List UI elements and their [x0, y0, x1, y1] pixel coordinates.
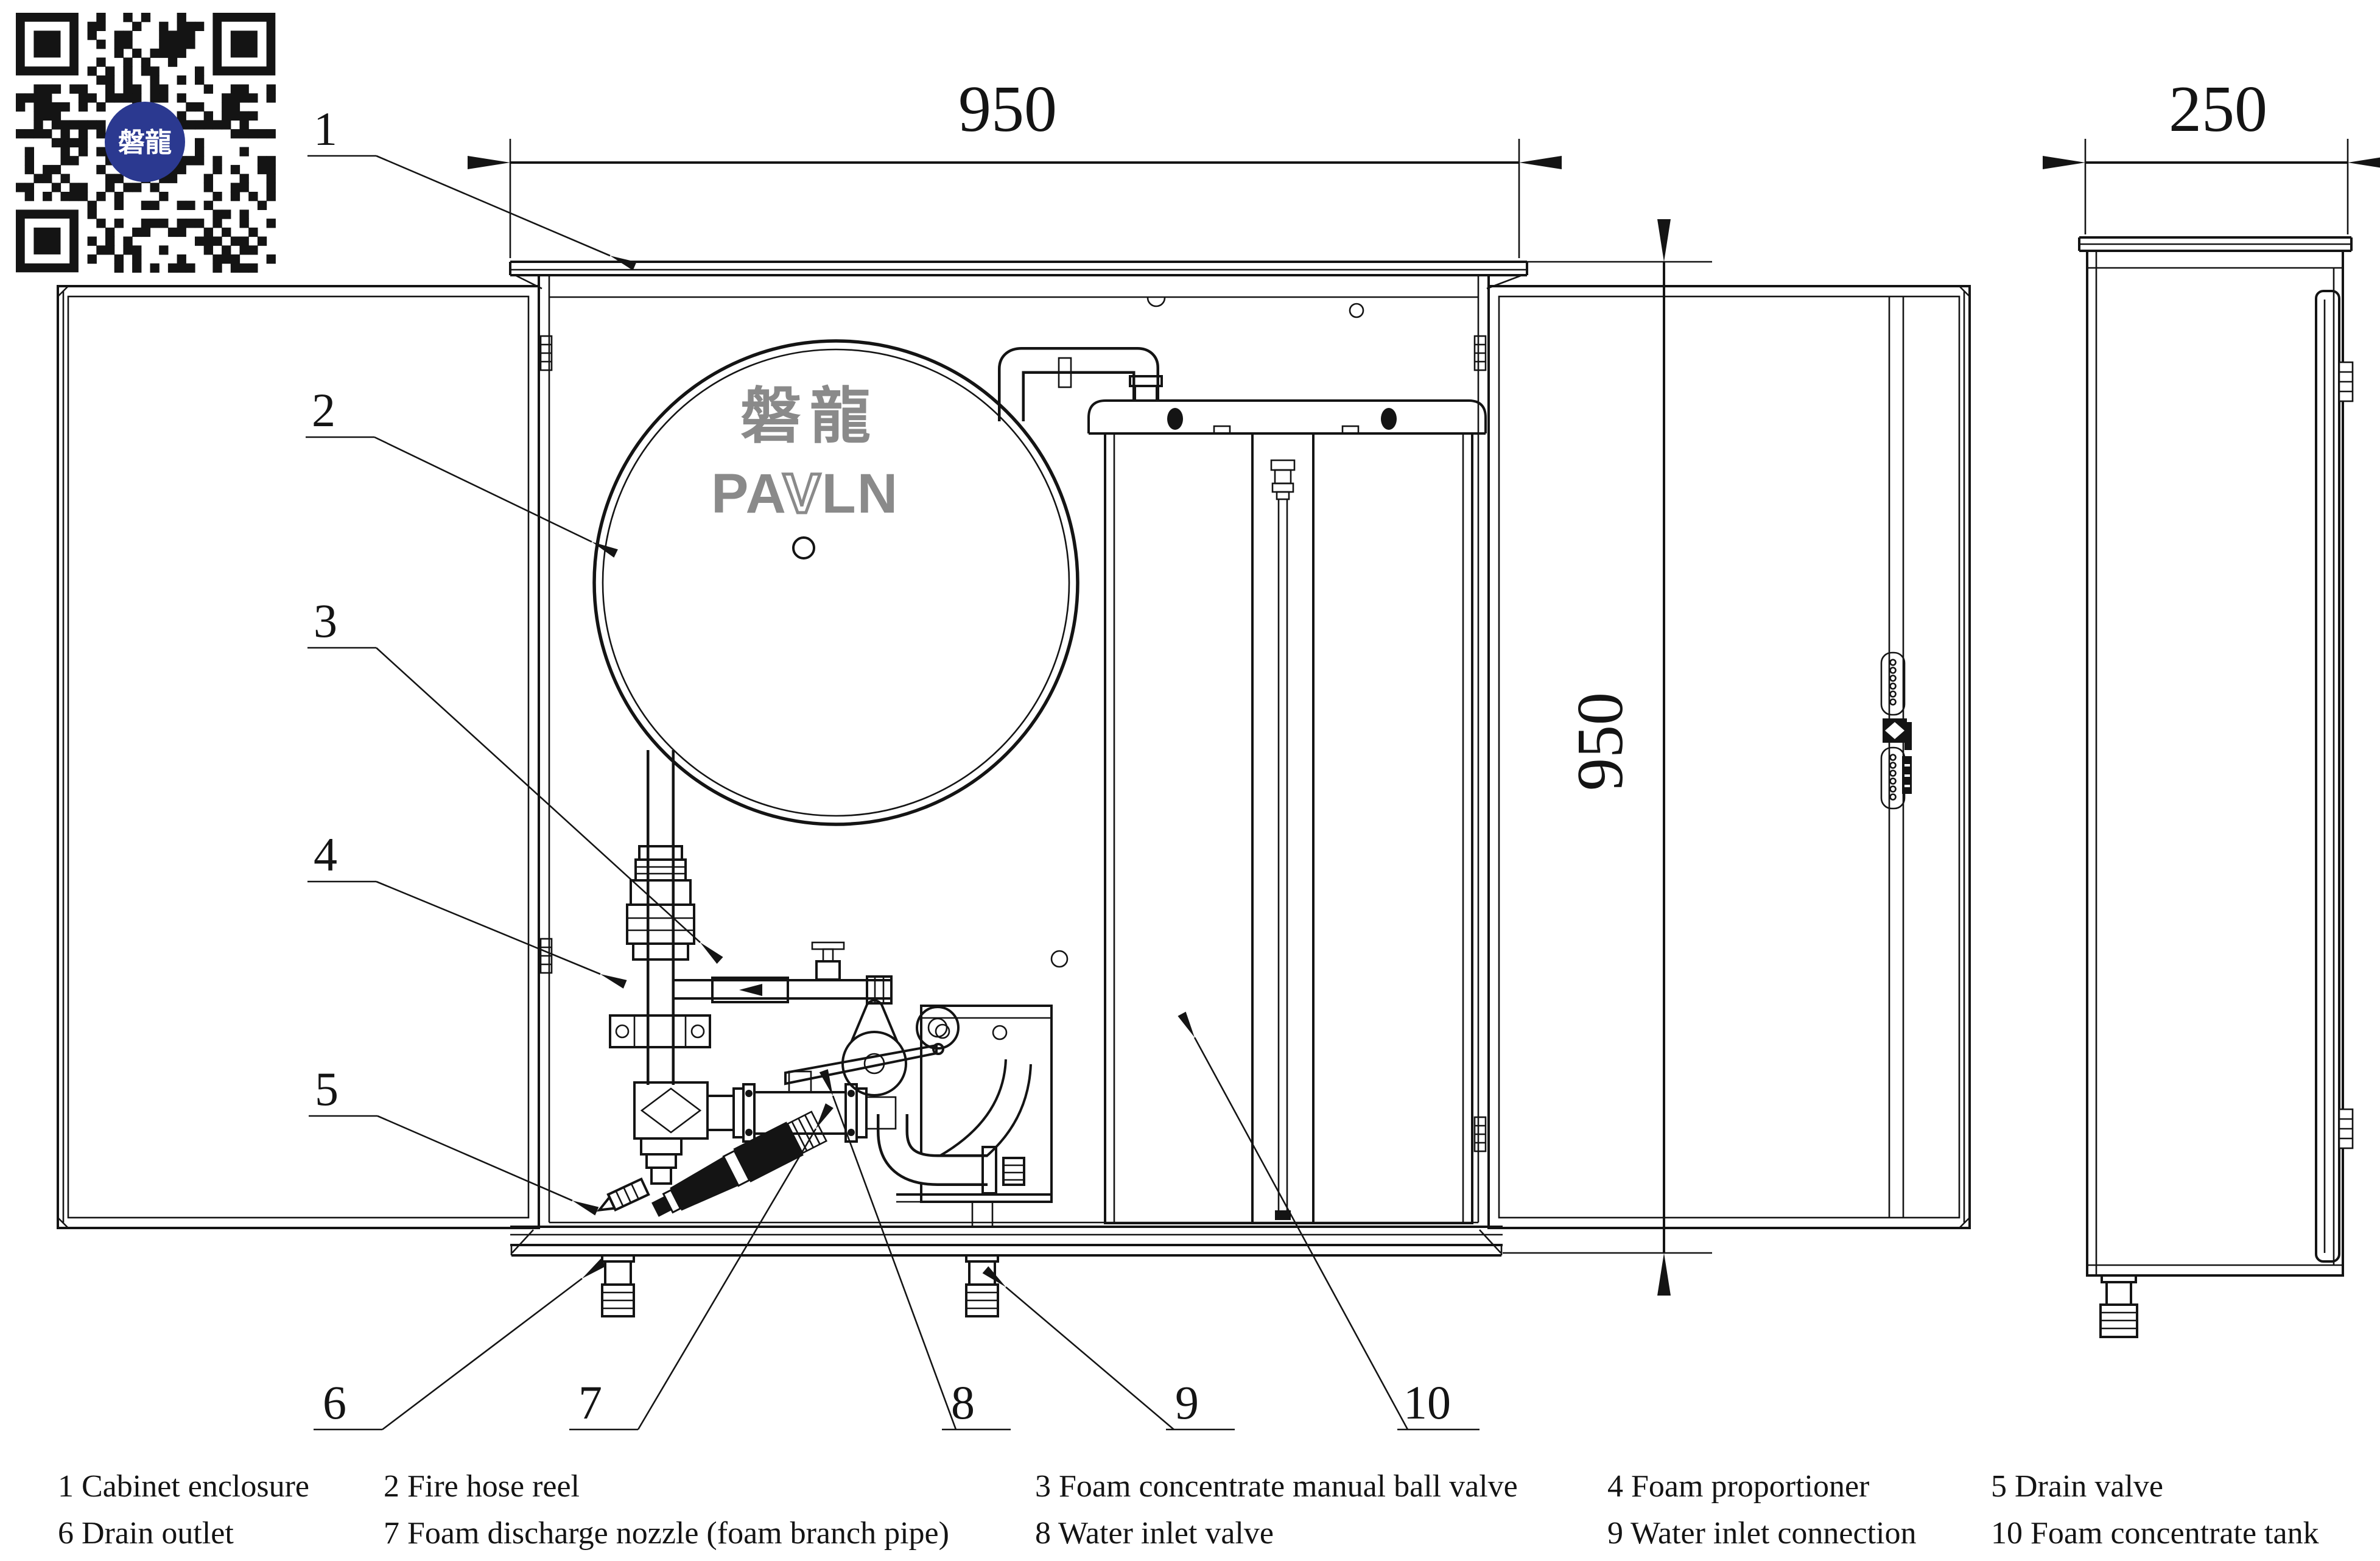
legend-item-6: 6 Drain outlet [58, 1516, 234, 1551]
legend-item-1: 1 Cabinet enclosure [58, 1469, 309, 1504]
door-hinges [539, 335, 1487, 1152]
tank-outlet-pipe [998, 347, 1163, 421]
fire-hose-reel: 磐龍 PAVLN [592, 339, 1079, 826]
callout-10: 10 [1178, 1011, 1480, 1431]
callout-5: 5 [309, 1062, 599, 1216]
callout-4: 4 [307, 828, 627, 989]
svg-text:9: 9 [1175, 1376, 1199, 1429]
svg-text:7: 7 [578, 1376, 602, 1429]
side-drain-outlet [2099, 1274, 2138, 1338]
left-door-open [57, 285, 540, 1229]
svg-text:2: 2 [312, 384, 335, 437]
callout-9: 9 [982, 1266, 1235, 1431]
cabinet-base [510, 1226, 1503, 1257]
svg-text:4: 4 [314, 828, 337, 881]
legend-item-9: 9 Water inlet connection [1607, 1516, 1916, 1551]
reel-hub-hole [792, 536, 815, 560]
side-hinges [2338, 361, 2354, 1149]
water-inlet-connection-fitting [965, 1254, 999, 1317]
drain-outlet-fitting [601, 1254, 635, 1317]
check-valve [711, 977, 789, 1003]
legend-item-4: 4 Foam proportioner [1607, 1469, 1869, 1504]
front-view-cabinet [509, 261, 1528, 1228]
svg-text:6: 6 [323, 1376, 346, 1429]
foam-manual-ball-valve [811, 941, 845, 981]
wall-hole-mid [1050, 950, 1069, 968]
dim-side-depth-label: 250 [2169, 73, 2267, 146]
water-inlet-valve [706, 1043, 944, 1143]
reel-support-bracket [841, 999, 1053, 1203]
legend-item-8: 8 Water inlet valve [1035, 1516, 1274, 1551]
foam-concentrate-tank [1087, 399, 1487, 1224]
wall-hole-top [1349, 303, 1364, 318]
side-door-panel [2315, 290, 2340, 1263]
callout-6: 6 [314, 1258, 606, 1431]
dim-front-height-label: 950 [1564, 692, 1637, 791]
drain-valve [596, 1177, 650, 1212]
dimension-side-depth: 250 [2043, 73, 2380, 234]
foam-proportioner-assembly [609, 845, 711, 1048]
svg-text:10: 10 [1403, 1376, 1451, 1429]
hanging-notch [1146, 297, 1166, 307]
inlet-elbow-pipe [877, 1114, 1025, 1227]
reel-logo-latin: PAVLN [711, 463, 899, 525]
reel-logo-cjk: 磐龍 [740, 381, 879, 452]
legend-item-10: 10 Foam concentrate tank [1991, 1516, 2319, 1551]
foam-concentrate-line [675, 941, 893, 1005]
right-door-open [1487, 285, 1971, 1229]
svg-text:8: 8 [951, 1376, 975, 1429]
callout-1: 1 [307, 102, 637, 271]
svg-text:5: 5 [315, 1062, 339, 1115]
qr-center-label: 磐龍 [118, 127, 172, 158]
dim-front-width-label: 950 [958, 73, 1057, 146]
svg-text:1: 1 [314, 102, 337, 155]
door-lock-handle [1880, 651, 1912, 810]
dimension-front-width: 950 [468, 73, 1562, 258]
legend-item-7: 7 Foam discharge nozzle (foam branch pip… [384, 1516, 949, 1551]
qr-center-badge [105, 102, 185, 182]
callout-2: 2 [306, 384, 618, 558]
callout-8: 8 [819, 1069, 1011, 1431]
svg-text:3: 3 [314, 594, 337, 647]
legend-item-3: 3 Foam concentrate manual ball valve [1035, 1469, 1518, 1504]
legend-item-2: 2 Fire hose reel [384, 1469, 580, 1504]
side-view [2078, 236, 2354, 1338]
callout-3: 3 [307, 594, 723, 964]
gauge-valve-fitting [1270, 459, 1296, 500]
qr-code: 磐龍 [16, 13, 276, 273]
legend-item-5: 5 Drain valve [1991, 1469, 2163, 1504]
dimension-front-height: 950 [1489, 219, 1712, 1296]
callouts: 1 2 3 4 5 6 7 8 9 10 [306, 102, 1480, 1431]
legend: 1 Cabinet enclosure 2 Fire hose reel 3 F… [58, 1469, 2319, 1551]
callout-7: 7 [569, 1103, 834, 1431]
